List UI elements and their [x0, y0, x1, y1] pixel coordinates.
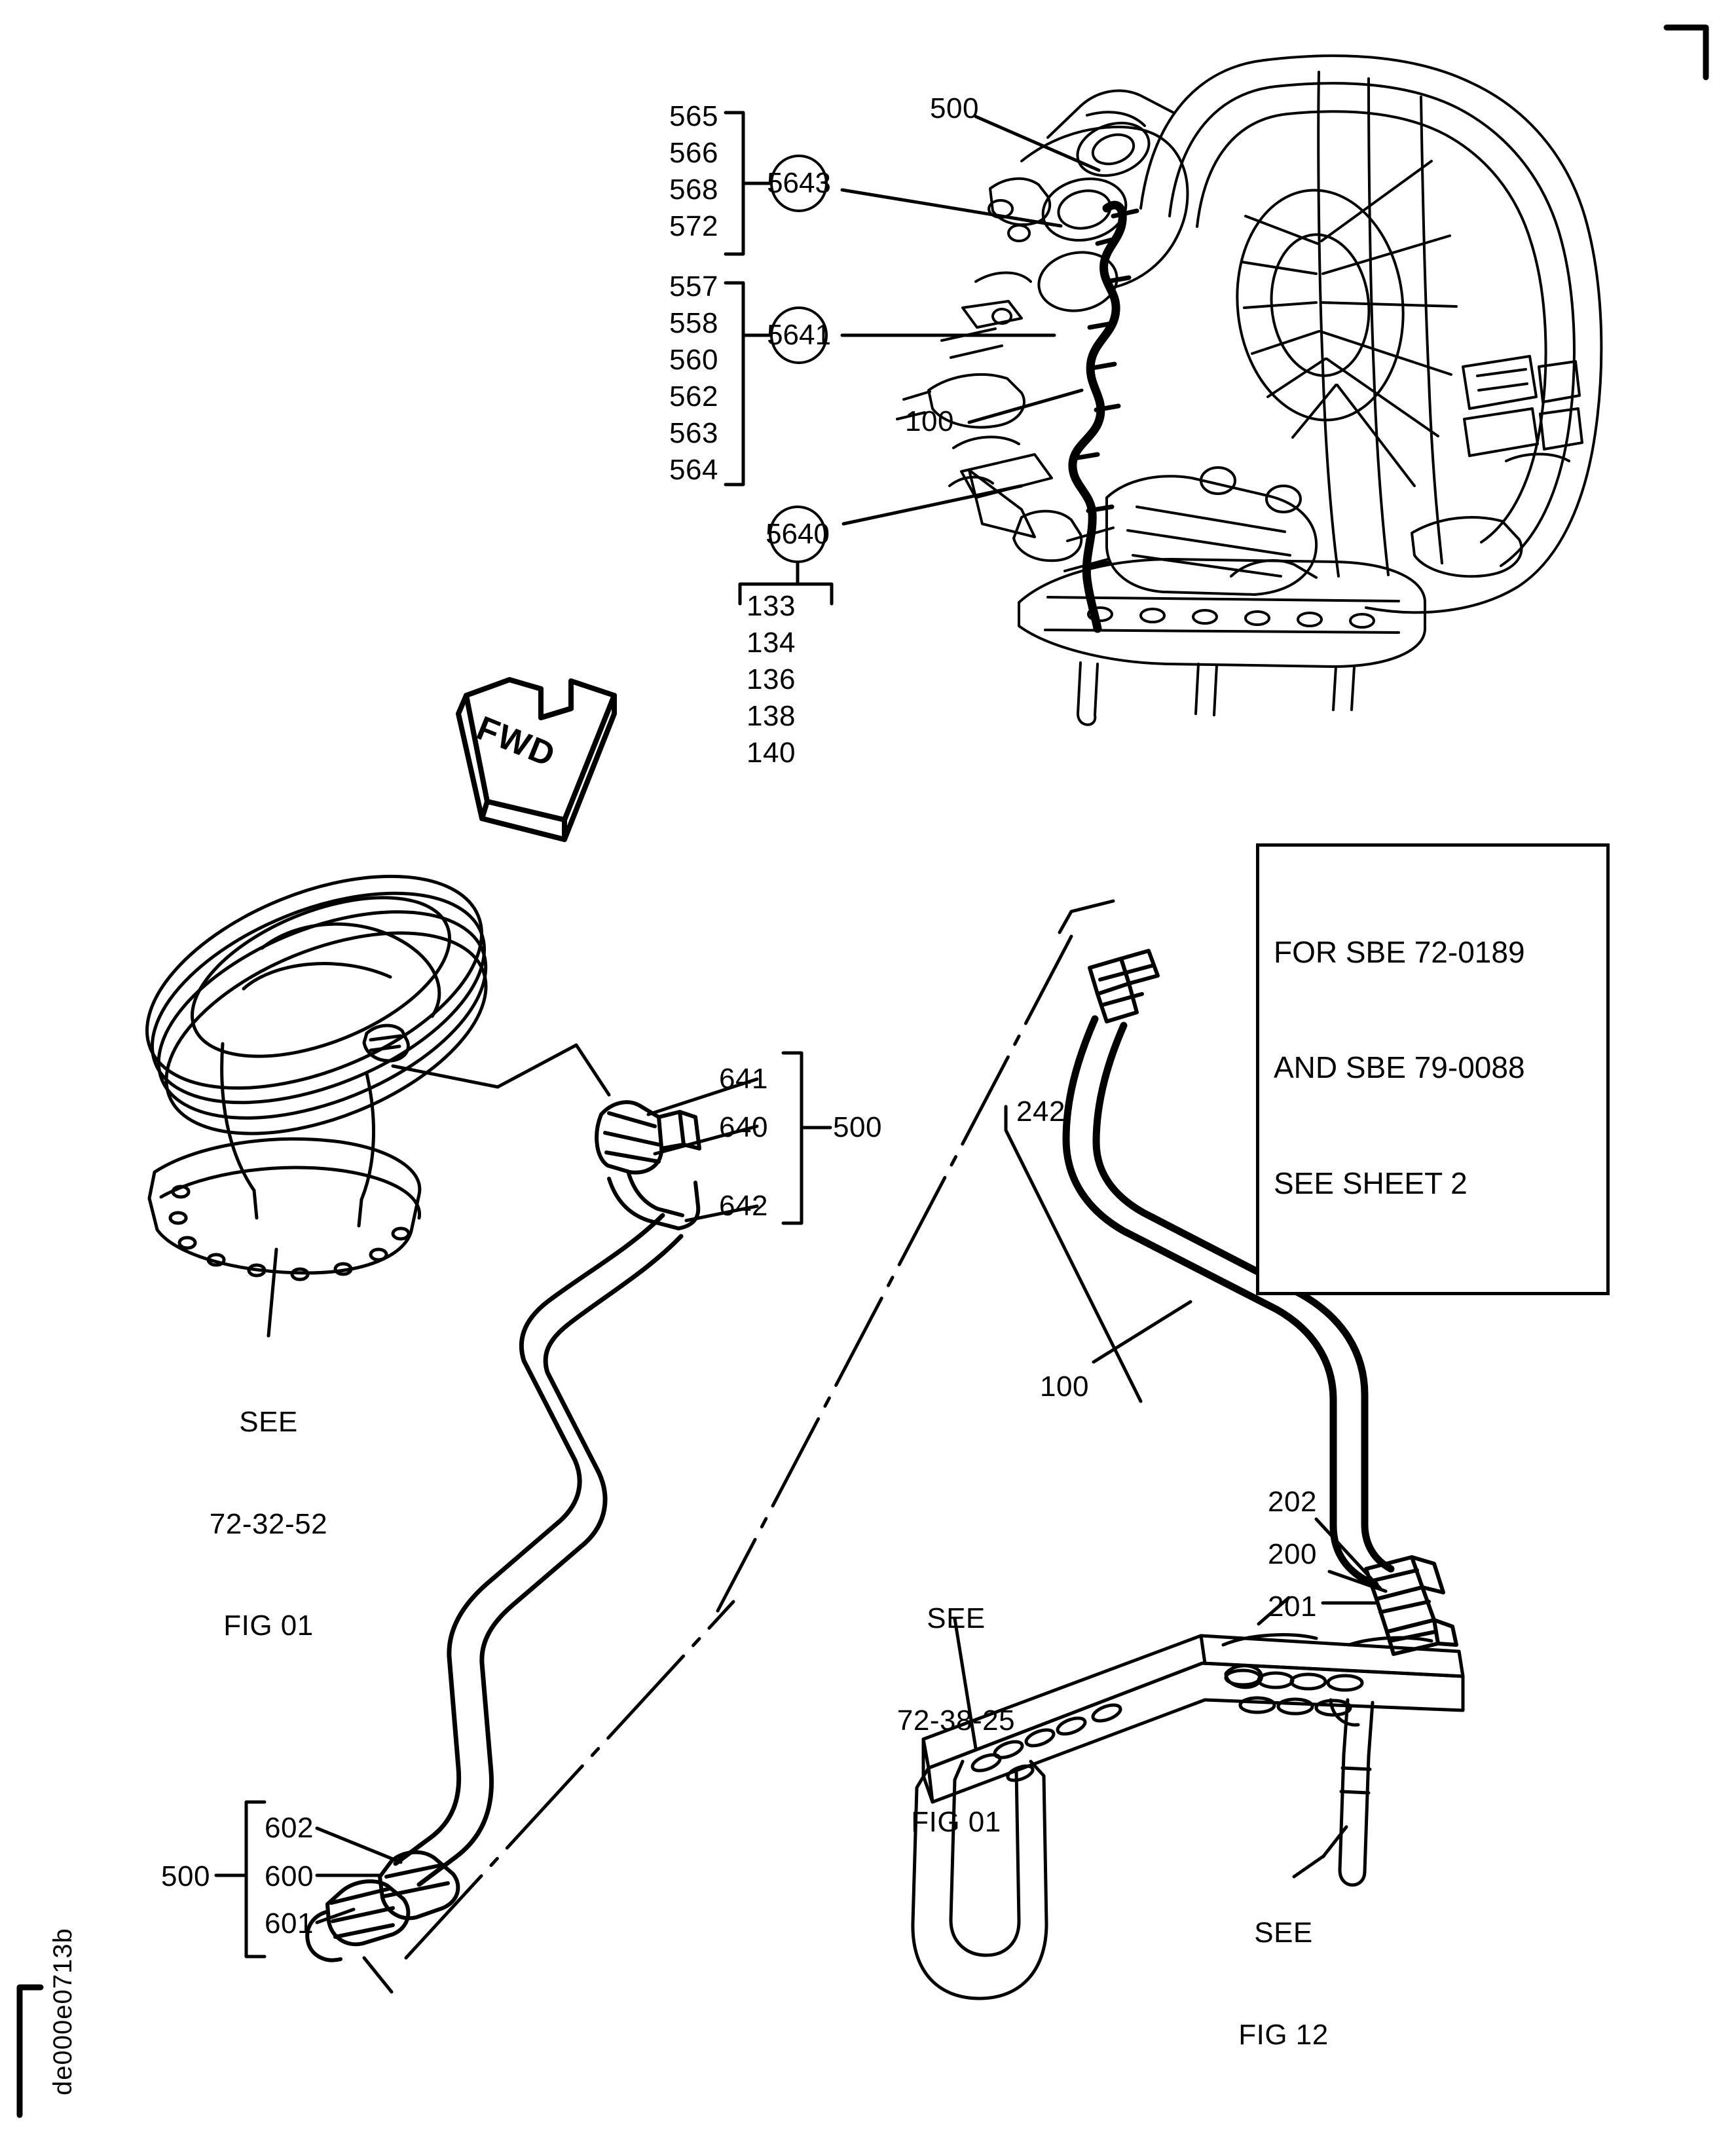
leader-601: [315, 1907, 356, 1924]
leader-200: [1327, 1570, 1388, 1593]
corner-mark-top-right: [1663, 24, 1709, 81]
leader-see-fig-12-b: [1292, 1854, 1326, 1879]
leader-642: [684, 1204, 759, 1223]
leader-see-fig-12: [1321, 1825, 1348, 1859]
item-number-500-end-group: 500: [161, 1860, 210, 1892]
see-ref-fig-12-line1: SEE: [1254, 1916, 1313, 1949]
item-number-566: 566: [669, 137, 718, 169]
support-bracket-plate: [911, 1633, 1465, 2000]
see-ref-72-38-25-line3: FIG 01: [911, 1806, 1001, 1839]
item-number-140: 140: [747, 737, 796, 769]
leader-202: [1314, 1517, 1382, 1591]
see-ref-72-38-25: SEE 72-38-25 FIG 01: [851, 1534, 1061, 1907]
fitting-assembly-641-640-642: [595, 1100, 701, 1230]
note-line-3: SEE SHEET 2: [1274, 1166, 1468, 1200]
section-cut-line-lower: [404, 1600, 735, 1960]
sbe-note-box: FOR SBE 72-0189 AND SBE 79-0088 SEE SHEE…: [1256, 843, 1610, 1295]
item-number-202: 202: [1268, 1486, 1317, 1518]
item-number-640: 640: [719, 1111, 768, 1143]
item-number-133: 133: [747, 590, 796, 622]
routed-tube-assembly-top: [1068, 200, 1127, 633]
tube-clamps-top: [1071, 208, 1139, 570]
bracket-5640: [738, 582, 834, 606]
note-line-1: FOR SBE 72-0189: [1274, 934, 1525, 969]
callout-5643: 5643: [767, 155, 831, 212]
tube-tail-left: [362, 1956, 394, 1994]
see-ref-72-32-52-line1: SEE: [239, 1405, 298, 1438]
item-number-572: 572: [669, 210, 718, 242]
callout-5640: 5640: [766, 506, 830, 563]
bracket-end-group-left: [244, 1800, 267, 1959]
leader-see-72-38-25: [953, 1617, 978, 1750]
item-number-242: 242: [1016, 1095, 1065, 1128]
callout-5641: 5641: [767, 306, 831, 364]
see-ref-72-32-52-line2: 72-32-52: [209, 1507, 328, 1540]
leader-201-corner: [1257, 1596, 1291, 1626]
leader-641: [646, 1077, 759, 1116]
tube-run-left: [393, 1213, 684, 1887]
see-ref-72-38-25-line2: 72-38-25: [896, 1704, 1016, 1737]
see-ref-72-32-52: SEE 72-32-52 FIG 01: [164, 1337, 373, 1711]
item-number-500-top: 500: [930, 92, 979, 124]
item-number-563: 563: [669, 417, 718, 449]
item-number-138: 138: [747, 700, 796, 732]
duct-bellows-assembly: [145, 874, 488, 1281]
ref-corner-upper-right: [1058, 899, 1115, 934]
corner-mark-bottom-left: [16, 1984, 44, 2118]
item-number-100-top: 100: [905, 405, 954, 437]
bracket-fitting-group: [781, 1051, 803, 1225]
item-number-600: 600: [265, 1860, 314, 1892]
leader-100-lower: [1092, 1300, 1192, 1364]
fwd-arrow-shape: [456, 677, 617, 842]
item-number-568: 568: [669, 174, 718, 206]
item-number-601: 601: [265, 1907, 314, 1940]
item-number-641: 641: [719, 1063, 768, 1095]
item-number-200: 200: [1268, 1538, 1317, 1570]
section-cut-line: [716, 934, 1073, 1613]
see-ref-72-32-52-line3: FIG 01: [223, 1610, 314, 1642]
bracket-5641: [724, 281, 745, 487]
item-number-564: 564: [669, 454, 718, 486]
item-number-500-fitting: 500: [833, 1111, 882, 1143]
see-ref-fig-12: SEE FIG 12: [1205, 1848, 1362, 2120]
note-line-2: AND SBE 79-0088: [1274, 1050, 1525, 1085]
leader-602: [315, 1826, 403, 1864]
engine-assembly-outline: [896, 54, 1603, 726]
fitting-assembly-602-600-601: [305, 1850, 460, 1962]
leader-see-72-32-52: [267, 1247, 278, 1338]
drawing-code: de000e0713b: [48, 1928, 77, 2095]
fitting-top-right-pipe: [1088, 949, 1160, 1023]
bracket-5643: [724, 111, 745, 256]
item-number-602: 602: [265, 1812, 314, 1844]
item-number-562: 562: [669, 380, 718, 413]
leader-duct-to-fitting: [391, 1043, 611, 1097]
leader-5643: [840, 188, 1063, 228]
item-number-557: 557: [669, 270, 718, 303]
item-number-100-lower: 100: [1040, 1371, 1089, 1403]
leader-242: [1004, 1105, 1143, 1403]
item-number-136: 136: [747, 663, 796, 695]
leader-100-top: [967, 388, 1084, 424]
item-number-201: 201: [1268, 1591, 1317, 1623]
leader-640: [653, 1124, 759, 1156]
see-ref-fig-12-line2: FIG 12: [1238, 2018, 1329, 2051]
item-number-642: 642: [719, 1190, 768, 1222]
item-number-565: 565: [669, 100, 718, 132]
item-number-134: 134: [747, 627, 796, 659]
see-ref-72-38-25-line1: SEE: [927, 1602, 986, 1634]
item-number-558: 558: [669, 307, 718, 339]
item-number-560: 560: [669, 344, 718, 376]
